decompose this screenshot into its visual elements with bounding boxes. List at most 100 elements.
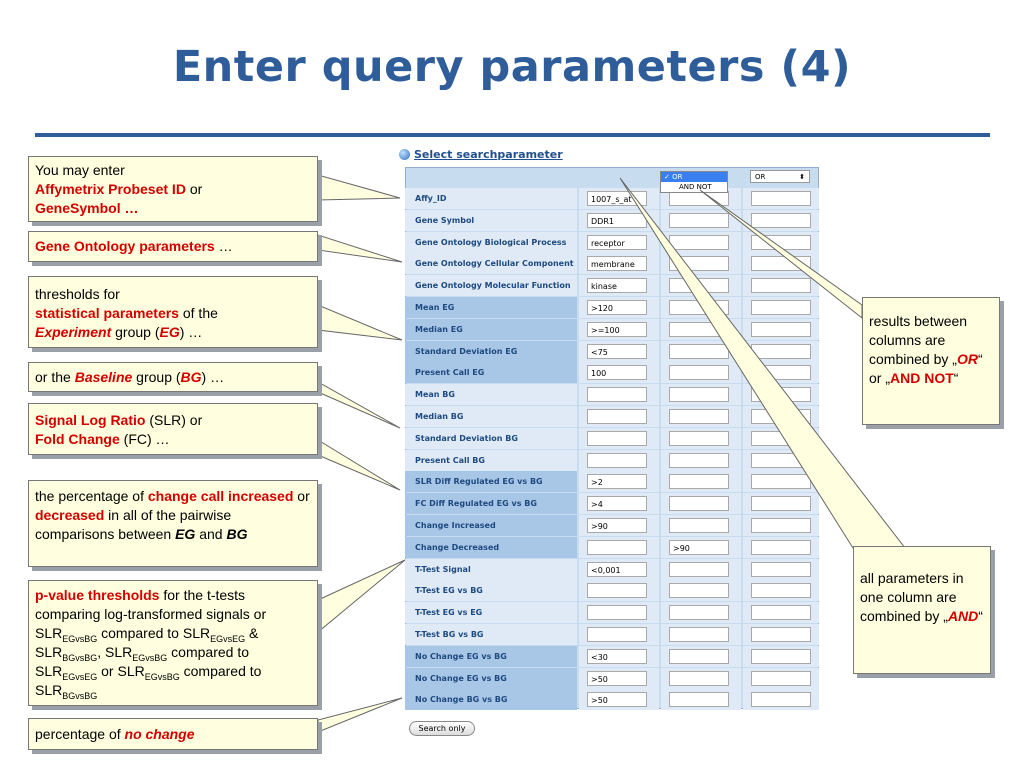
parameter-input[interactable] <box>669 430 729 446</box>
parameter-input[interactable] <box>751 583 811 599</box>
parameter-input[interactable] <box>751 430 811 446</box>
parameter-input[interactable] <box>587 387 647 403</box>
parameter-input[interactable] <box>669 670 729 686</box>
parameter-input[interactable] <box>751 474 811 490</box>
parameter-input[interactable] <box>751 300 811 315</box>
parameter-input[interactable]: >4 <box>587 496 647 512</box>
parameter-input[interactable] <box>751 278 811 294</box>
parameter-input[interactable] <box>669 234 729 250</box>
chevron-updown-icon: ⬍ <box>799 173 805 181</box>
pointer-go <box>317 234 403 263</box>
parameter-input[interactable]: >120 <box>587 300 647 315</box>
parameter-input[interactable] <box>669 321 729 337</box>
parameter-input[interactable] <box>669 605 729 621</box>
parameter-input[interactable]: >=100 <box>587 321 647 337</box>
parameter-input[interactable] <box>669 365 729 381</box>
parameter-input[interactable]: >2 <box>587 474 647 490</box>
parameter-input[interactable] <box>669 648 729 664</box>
parameter-input[interactable] <box>669 474 729 490</box>
parameter-input[interactable]: receptor <box>587 234 647 250</box>
parameter-input[interactable] <box>587 539 647 555</box>
parameter-input[interactable] <box>751 343 811 359</box>
parameter-input[interactable] <box>751 452 811 468</box>
parameter-input[interactable]: <75 <box>587 343 647 359</box>
row-label: Standard Deviation EG <box>405 340 577 362</box>
parameter-input[interactable] <box>587 627 647 642</box>
parameter-input[interactable] <box>587 605 647 621</box>
parameter-input[interactable] <box>587 452 647 468</box>
operator-dropdown-menu[interactable]: ✓ OR AND NOT <box>660 171 728 193</box>
pointer-affy <box>317 174 401 201</box>
row-cell <box>743 188 819 209</box>
row-cell: >50 <box>579 689 659 711</box>
operator-select-2[interactable]: OR ⬍ <box>750 170 810 183</box>
parameter-input[interactable] <box>587 409 647 424</box>
parameter-input[interactable] <box>669 191 729 206</box>
parameter-input[interactable] <box>751 670 811 686</box>
parameter-input[interactable] <box>669 409 729 424</box>
parameter-input[interactable]: DDR1 <box>587 212 647 228</box>
parameter-input[interactable] <box>751 256 811 272</box>
parameter-input[interactable] <box>669 300 729 315</box>
parameter-input[interactable] <box>669 583 729 599</box>
row-cell <box>743 624 819 645</box>
row-cell: >4 <box>579 493 659 515</box>
parameter-input[interactable] <box>669 452 729 468</box>
search-only-button[interactable]: Search only <box>409 721 475 736</box>
row-cell <box>743 362 819 384</box>
row-label: Mean BG <box>405 384 577 406</box>
parameter-input[interactable] <box>669 212 729 228</box>
parameter-input[interactable]: kinase <box>587 278 647 294</box>
parameter-input[interactable] <box>669 561 729 577</box>
parameter-input[interactable] <box>751 409 811 424</box>
parameter-input[interactable] <box>751 605 811 621</box>
parameter-input[interactable] <box>669 278 729 294</box>
callout-baseline-or: or the <box>35 369 75 385</box>
parameter-input[interactable] <box>669 496 729 512</box>
parameter-input[interactable]: <30 <box>587 648 647 664</box>
parameter-input[interactable] <box>751 496 811 512</box>
callout-baseline: or the Baseline group (BG) … <box>28 362 318 392</box>
parameter-input[interactable] <box>751 321 811 337</box>
parameter-input[interactable]: membrane <box>587 256 647 272</box>
parameter-input[interactable] <box>669 256 729 272</box>
table-row: T-Test BG vs BG <box>405 624 819 645</box>
parameter-input[interactable] <box>669 387 729 403</box>
parameter-input[interactable] <box>751 692 811 708</box>
parameter-input[interactable] <box>751 234 811 250</box>
parameter-input[interactable] <box>751 627 811 642</box>
row-cell <box>661 645 741 667</box>
parameter-input[interactable] <box>669 692 729 708</box>
parameter-input[interactable] <box>751 648 811 664</box>
parameter-input[interactable] <box>669 343 729 359</box>
row-cell <box>579 406 659 427</box>
parameter-input[interactable] <box>751 387 811 403</box>
callout-results-or: OR <box>956 351 978 367</box>
parameter-input[interactable]: >90 <box>669 539 729 555</box>
row-cell <box>579 624 659 645</box>
parameter-input[interactable] <box>751 518 811 533</box>
callout-change-and: and <box>195 526 227 542</box>
parameter-input[interactable]: >50 <box>587 692 647 708</box>
parameter-input[interactable] <box>751 212 811 228</box>
parameter-input[interactable] <box>669 627 729 642</box>
dropdown-option-or[interactable]: ✓ OR <box>661 172 727 182</box>
pointer-baseline <box>317 381 401 429</box>
row-cell: receptor <box>579 231 659 253</box>
parameter-input[interactable] <box>587 430 647 446</box>
parameter-input[interactable] <box>751 191 811 206</box>
parameter-input[interactable] <box>587 583 647 599</box>
parameter-input[interactable] <box>751 561 811 577</box>
parameter-input[interactable]: >90 <box>587 518 647 533</box>
parameter-input[interactable]: 1007_s_at <box>587 191 647 206</box>
dropdown-option-and-not[interactable]: AND NOT <box>679 183 712 191</box>
parameter-input[interactable] <box>751 539 811 555</box>
parameter-input[interactable]: 100 <box>587 365 647 381</box>
parameter-input[interactable]: <0,001 <box>587 561 647 577</box>
callout-baseline-group: group ( <box>132 369 181 385</box>
parameter-input[interactable] <box>751 365 811 381</box>
parameter-input[interactable] <box>669 518 729 533</box>
parameter-input[interactable]: >50 <box>587 670 647 686</box>
search-header-link[interactable]: Select searchparameter <box>399 148 563 161</box>
